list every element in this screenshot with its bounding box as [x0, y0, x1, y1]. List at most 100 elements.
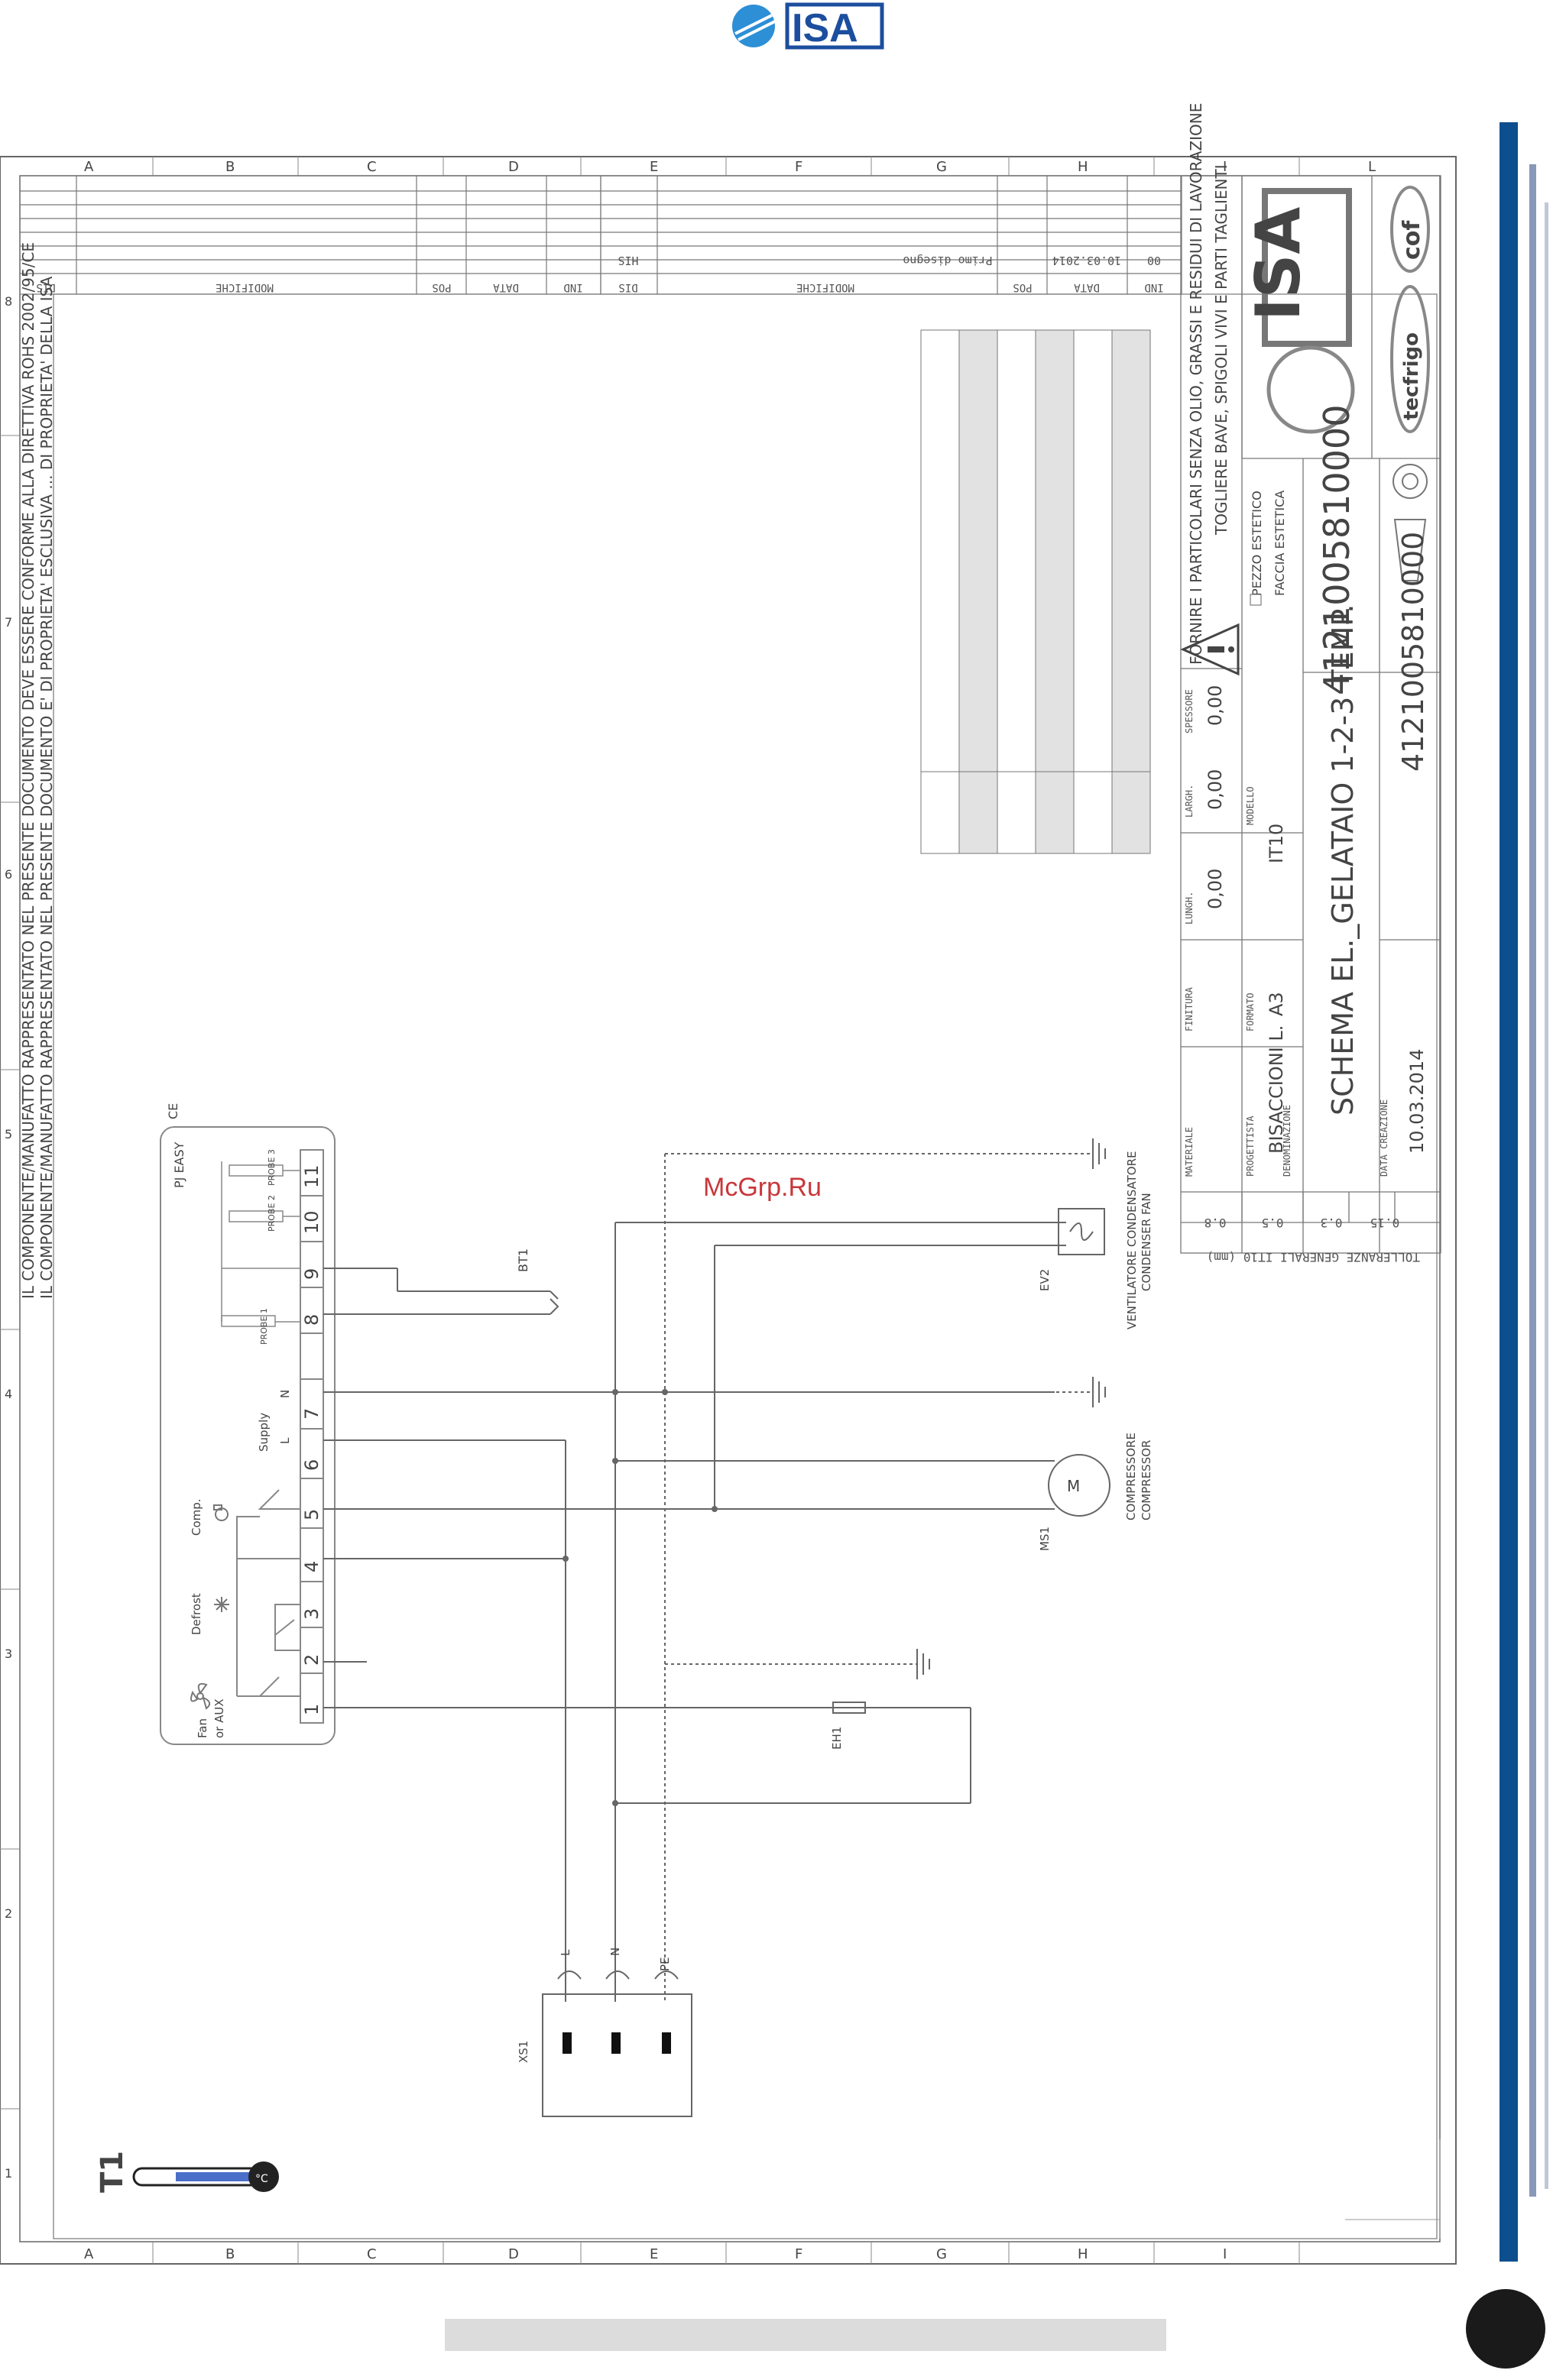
thermometer-unit: °C [255, 2173, 268, 2185]
grid-letter: G [936, 159, 947, 175]
grid-number: 5 [5, 1127, 12, 1141]
title-brand-tecfrigo: tecfrigo [1400, 332, 1423, 420]
grid-number: 6 [5, 867, 12, 882]
col-ind: IND [563, 281, 582, 293]
earth-symbol-icon [1092, 1377, 1106, 1407]
relay-contacts [236, 1489, 300, 1697]
tolerance-value: 0.3 [1321, 1216, 1343, 1230]
compressor-label-it: COMPRESSORE [1124, 1433, 1138, 1520]
denomination-label: DENOMINAZIONE [1282, 1105, 1292, 1177]
snowflake-icon [214, 1597, 229, 1612]
supply-label: Supply [257, 1413, 271, 1452]
tolerance-title: TOLLERANZE GENERALI IT10 (mm) [1207, 1250, 1420, 1264]
fan-icon [190, 1682, 211, 1710]
material-label: MATERIALE [1184, 1127, 1195, 1177]
piece-estetico-label: PEZZO ESTETICO [1250, 491, 1264, 596]
grid-letter: F [795, 159, 802, 175]
grid-letter: D [508, 2246, 519, 2262]
probe-resistors [221, 1161, 300, 1327]
terminal-10: 10 [301, 1210, 323, 1234]
controller-ce: CE [166, 1103, 180, 1119]
fan-sub-label: or AUX [212, 1698, 226, 1738]
grid-letter: A [84, 159, 94, 175]
piece-faccia-label: FACCIA ESTETICA [1273, 491, 1287, 596]
grid-number: 2 [5, 1906, 12, 1921]
thickness-label: SPESSORE [1184, 689, 1195, 733]
warning-text-2: TOGLIERE BAVE, SPIGOLI VIVI E PARTI TAGL… [1212, 164, 1230, 536]
grid-letter: L [1368, 159, 1376, 175]
drawing-code: 4121005810000 [1316, 405, 1357, 695]
supply-l-label: L [278, 1437, 292, 1444]
revision-headers: DIS MODIFICHE POS DATA IND DIS MODIFICHE… [36, 281, 1163, 293]
side-accent-bar-3 [1545, 202, 1548, 2189]
grid-number: 1 [5, 2166, 12, 2181]
rev-ind: 00 [1147, 254, 1161, 267]
controller-name: PJ EASY [172, 1141, 186, 1188]
cond-fan-label-en: CONDENSER FAN [1140, 1193, 1153, 1291]
terminal-7: 7 [301, 1408, 323, 1420]
grid-letter: I [1223, 159, 1227, 175]
grid-letter: F [795, 2246, 802, 2262]
grid-number: 4 [5, 1387, 12, 1401]
col-mod: MODIFICHE [796, 281, 854, 293]
col-pos: POS [432, 281, 451, 293]
terminal-strip [300, 1149, 324, 1724]
compressor-small-icon [213, 1504, 229, 1521]
defrost-label: Defrost [190, 1593, 203, 1635]
grid-number: 8 [5, 294, 12, 309]
probe-1-label: PROBE 1 [259, 1308, 269, 1345]
cof-brand-icon: cof [1390, 186, 1430, 273]
warning-triangle-icon [1180, 623, 1240, 676]
probe-bt1-label: BT1 [516, 1248, 530, 1272]
model-label: MODELLO [1245, 786, 1256, 825]
compliance-line-1: IL COMPONENTE/MANUFATTO RAPPRESENTATO NE… [19, 242, 37, 1299]
logo-text: ISA [792, 6, 858, 50]
scale-ruler [1345, 2139, 1441, 2239]
piece-checkbox [1250, 594, 1262, 606]
grid-letter: B [225, 2246, 235, 2262]
grid-letter: I [1223, 2246, 1227, 2262]
terminal-2: 2 [301, 1654, 323, 1666]
designer-value: BISACCIONI L. [1266, 1025, 1287, 1154]
warning-text-1: FORNIRE I PARTICOLARI SENZA OLIO, GRASSI… [1187, 103, 1205, 665]
model-value: IT10 [1266, 824, 1287, 863]
width-label: LARGH. [1184, 785, 1195, 818]
compressor-label-en: COMPRESSOR [1140, 1440, 1153, 1520]
fan-label: Fan [196, 1718, 209, 1738]
designer-label: PROGETTISTA [1245, 1116, 1256, 1177]
terminal-3: 3 [301, 1608, 323, 1620]
side-accent-bar [1500, 122, 1518, 2262]
page-marker [1466, 2289, 1545, 2369]
projection-symbol-icon [1393, 464, 1428, 581]
plug-n-label: N [608, 1948, 622, 1956]
width-value: 0,00 [1204, 769, 1226, 810]
grid-number: 7 [5, 615, 12, 630]
tolerance-value: 0.15 [1370, 1216, 1400, 1230]
xs1-label: XS1 [517, 2041, 530, 2063]
svg-text:M: M [1067, 1477, 1080, 1495]
ev2-label: EV2 [1038, 1269, 1052, 1291]
grid-letter: E [650, 159, 658, 175]
date-label: DATA CREAZIONE [1379, 1099, 1389, 1177]
col-data: DATA [493, 281, 519, 293]
plug-pe-label: PE [658, 1957, 672, 1971]
length-value: 0,00 [1204, 869, 1226, 909]
title-brand-cof: cof [1399, 220, 1425, 260]
col-data: DATA [1074, 281, 1100, 293]
col-ind: IND [1144, 281, 1163, 293]
tolerance-value: 0.5 [1262, 1216, 1284, 1230]
terminal-9: 9 [301, 1268, 323, 1280]
col-dis: DIS [618, 281, 637, 293]
wiring [323, 1153, 1093, 2002]
rev-date: 10.03.2014 [1052, 254, 1121, 267]
grid-letter: E [650, 2246, 658, 2262]
revision-table [19, 175, 1182, 295]
drawing-code-ref: 4121005810000 [1396, 532, 1430, 772]
grid-letter: C [367, 2246, 377, 2262]
probe-2-label: PROBE 2 [267, 1195, 277, 1232]
compressor-icon: M [1048, 1454, 1110, 1517]
rev-mod: Primo disegno [903, 254, 992, 267]
format-label: FORMATO [1245, 992, 1256, 1031]
controller-box [160, 1126, 336, 1745]
